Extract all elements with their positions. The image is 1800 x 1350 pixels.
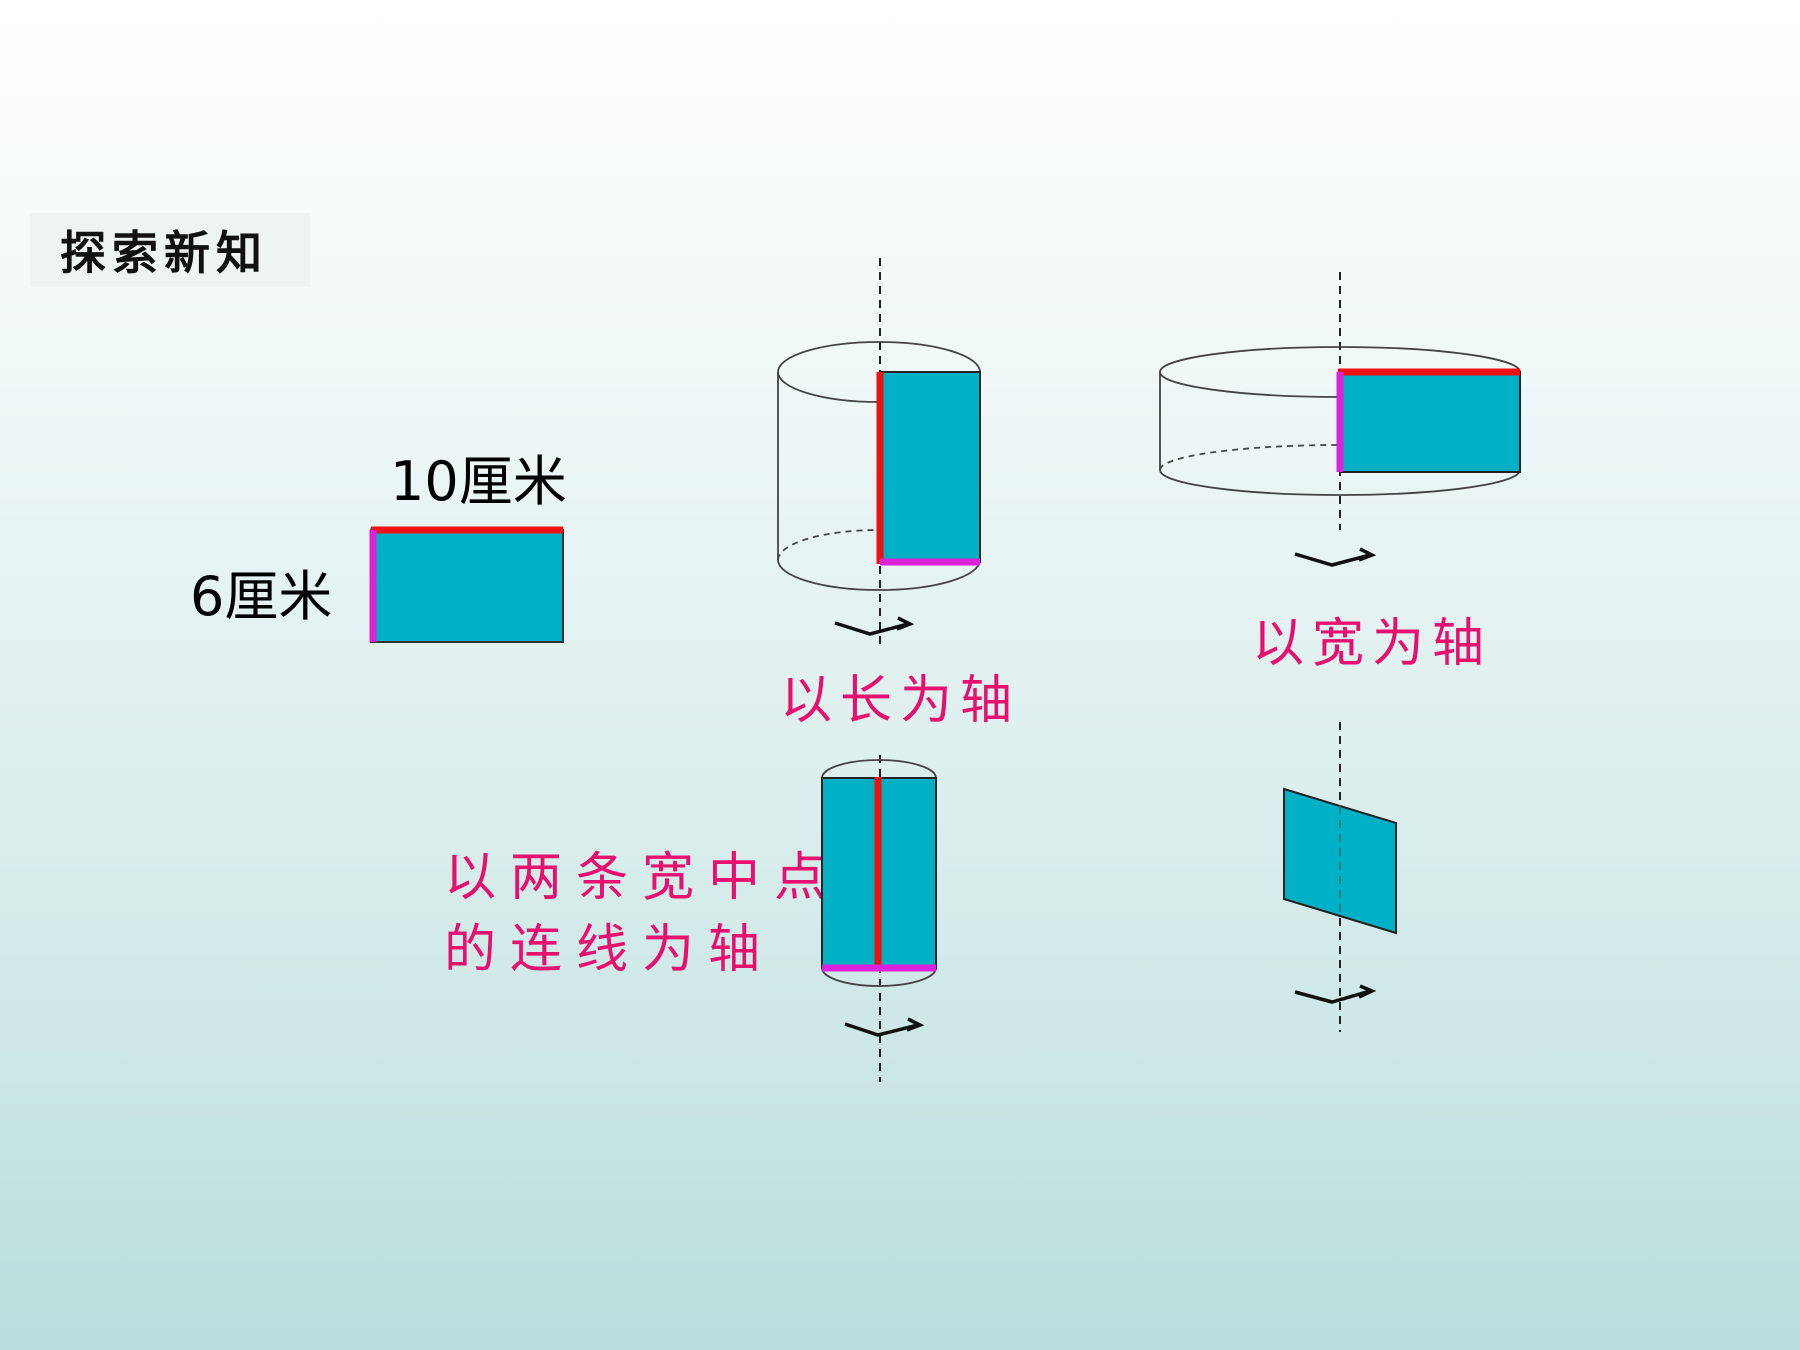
rotation-arrow-icon	[834, 621, 909, 636]
section-title-badge: 探索新知	[30, 213, 310, 287]
rotation-arrow-icon	[844, 1022, 919, 1037]
cylinder-outline	[777, 372, 981, 591]
rectangle-body	[370, 529, 564, 643]
section-title: 探索新知	[60, 226, 268, 280]
rotating-rectangle	[879, 371, 981, 563]
caption-midpoint-axis-line1: 以两条宽中点	[444, 848, 841, 908]
cylinder-midpoint-axis	[821, 755, 937, 1082]
caption-length-axis: 以长为轴	[780, 671, 1021, 731]
original-rectangle	[369, 526, 564, 643]
cylinder-outline	[1159, 372, 1521, 496]
cylinder-width-axis	[1159, 272, 1521, 567]
arrow-head-icon	[1358, 547, 1377, 562]
rotation-arrow-icon	[1294, 552, 1371, 567]
arrow-head-icon	[896, 616, 915, 631]
rotating-rectangle-perspective	[1283, 722, 1397, 1032]
caption-width-axis: 以宽为轴	[1252, 614, 1493, 674]
arrow-head-icon	[1358, 984, 1377, 999]
tilted-rectangle	[1283, 787, 1397, 935]
arrow-head-icon	[906, 1017, 925, 1032]
rotating-rectangle	[1339, 371, 1521, 473]
cylinder-length-axis	[777, 258, 981, 650]
cylinder-outline	[821, 778, 937, 987]
rotation-arrow-icon	[1294, 989, 1371, 1004]
caption-midpoint-axis-line2: 的连线为轴	[444, 920, 775, 980]
width-label: 6厘米	[190, 565, 333, 628]
length-label: 10厘米	[390, 450, 567, 513]
